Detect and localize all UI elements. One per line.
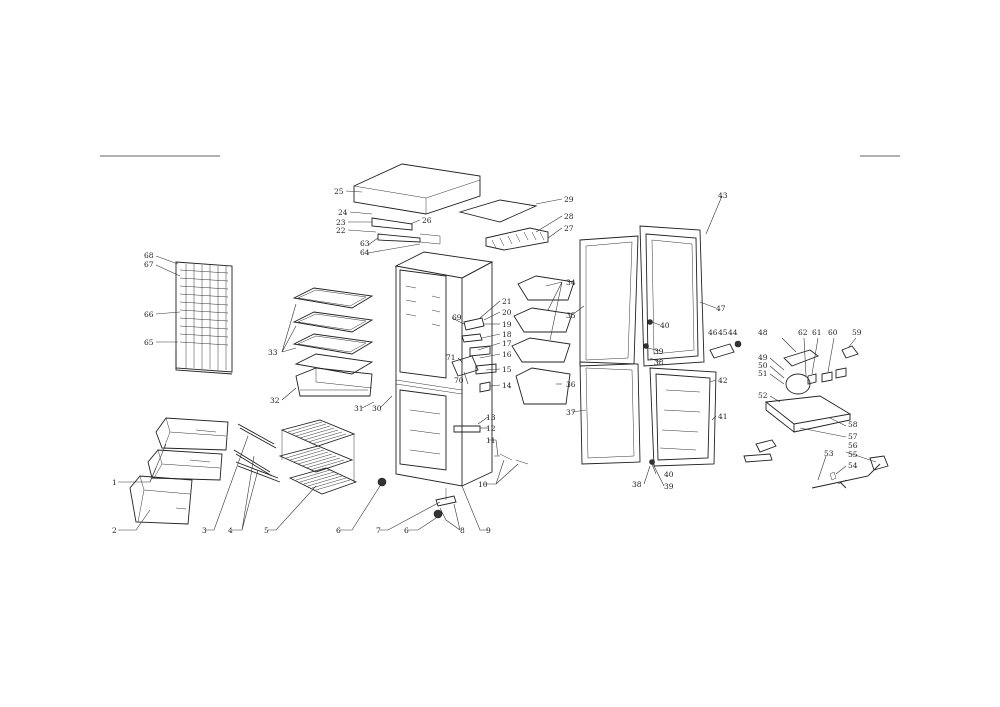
label-60: 60 [828,328,838,337]
label-62: 62 [798,328,808,337]
label-6: 6 [336,526,341,535]
label-58: 58 [848,420,858,429]
label-30: 30 [372,404,382,413]
label-55: 55 [848,450,858,459]
label-22: 22 [336,226,346,235]
label-6-leg: 6 [404,526,409,535]
label-63: 63 [360,239,370,248]
label-31: 31 [354,404,364,413]
label-42: 42 [718,376,728,385]
label-41: 41 [718,412,728,421]
condenser [175,261,233,375]
label-65: 65 [144,338,154,347]
door-bins [511,275,575,405]
label-8: 8 [460,526,465,535]
label-27: 27 [564,224,574,233]
label-34: 34 [566,278,576,287]
label-49: 49 [758,353,768,362]
label-70: 70 [454,376,464,385]
label-35: 35 [566,311,576,320]
label-4: 4 [228,526,233,535]
label-24: 24 [338,208,348,217]
label-46: 46 [708,328,718,337]
label-25: 25 [334,187,344,196]
label-14: 14 [502,381,512,390]
label-7: 7 [376,526,381,535]
label-11: 11 [486,436,496,445]
label-33: 33 [268,348,278,357]
label-32: 32 [270,396,280,405]
label-67: 67 [144,260,154,269]
compressor-assembly [743,345,889,489]
label-57: 57 [848,432,858,441]
label-69: 69 [452,313,462,322]
label-1: 1 [112,478,117,487]
cabinet-body [394,251,494,487]
label-39-lower: 39 [664,482,674,491]
leader-lines [118,190,877,531]
label-51: 51 [758,369,768,378]
label-61: 61 [812,328,822,337]
control-parts [451,317,529,465]
label-39-upper: 39 [654,347,664,356]
label-38-lower: 38 [632,480,642,489]
label-9: 9 [486,526,491,535]
label-66: 66 [144,310,154,319]
label-52: 52 [758,391,768,400]
label-13: 13 [486,413,496,422]
label-64: 64 [360,248,370,257]
label-45: 45 [718,328,728,337]
crisper-drawers [129,417,229,525]
label-53: 53 [824,449,834,458]
label-44: 44 [728,328,738,337]
label-17: 17 [502,339,512,348]
label-29: 29 [564,195,574,204]
door-gaskets [579,235,641,465]
label-15: 15 [502,365,512,374]
label-40-upper: 40 [660,321,670,330]
label-26: 26 [422,216,432,225]
wire-shelves [278,419,358,495]
label-47: 47 [716,304,726,313]
label-21: 21 [502,297,512,306]
label-19: 19 [502,320,512,329]
label-43: 43 [718,191,728,200]
label-5: 5 [264,526,269,535]
label-16: 16 [502,350,512,359]
label-50: 50 [758,361,768,370]
label-40-lower: 40 [664,470,674,479]
label-56: 56 [848,441,858,450]
door-hardware [643,319,742,465]
label-20: 20 [502,308,512,317]
drawer-rails [233,423,281,483]
label-54: 54 [848,461,858,470]
top-cover [353,163,549,251]
label-18: 18 [502,330,512,339]
part-labels: 1 2 3 4 5 6 7 6 8 9 10 11 12 13 14 15 16… [112,187,862,535]
label-68: 68 [144,251,154,260]
label-36: 36 [566,380,576,389]
label-59: 59 [852,328,862,337]
label-10: 10 [478,480,488,489]
label-2: 2 [112,526,117,535]
label-23: 23 [336,218,346,227]
glass-shelves [292,287,374,397]
doors [639,225,717,467]
label-71: 71 [446,353,456,362]
label-28: 28 [564,212,574,221]
label-3: 3 [202,526,207,535]
label-12: 12 [486,424,496,433]
label-48: 48 [758,328,768,337]
legs-and-hinges [377,477,457,519]
label-38-upper: 38 [654,358,664,367]
label-37: 37 [566,408,576,417]
